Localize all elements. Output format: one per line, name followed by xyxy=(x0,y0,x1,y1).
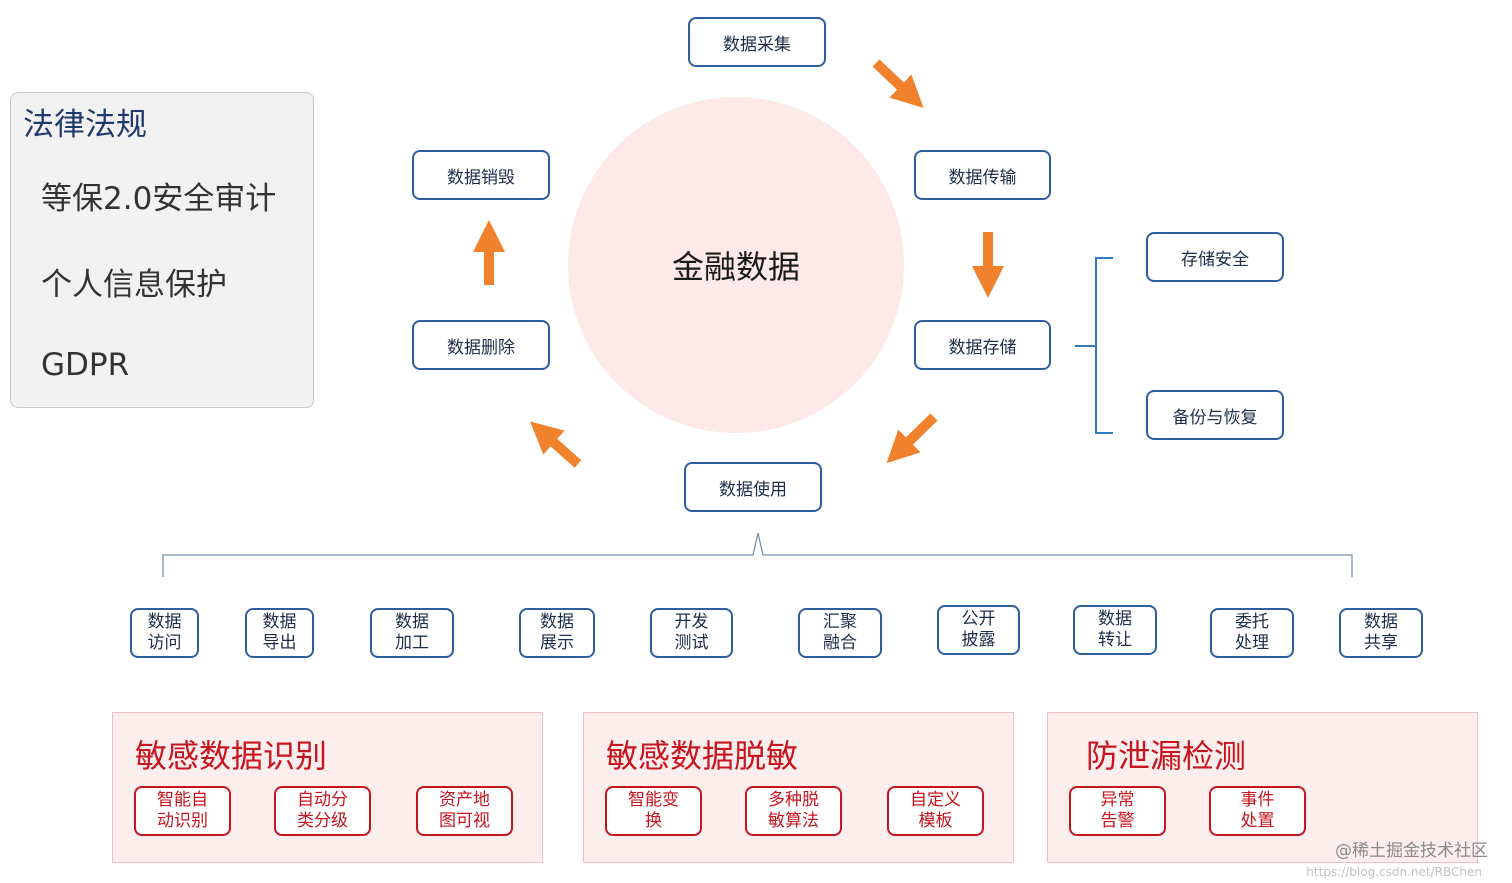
node-delete-label: 数据删除 xyxy=(447,337,515,358)
capability-item[interactable]: 智能变 换 xyxy=(605,786,702,836)
node-storage-security[interactable]: 存储安全 xyxy=(1146,232,1284,282)
use-item[interactable]: 委托 处理 xyxy=(1210,608,1294,658)
panel-title: 防泄漏检测 xyxy=(1086,737,1247,775)
node-destroy[interactable]: 数据销毁 xyxy=(412,150,550,200)
capability-item[interactable]: 事件 处置 xyxy=(1209,786,1306,836)
use-item[interactable]: 数据 转让 xyxy=(1073,605,1157,655)
node-delete[interactable]: 数据删除 xyxy=(412,320,550,370)
use-item[interactable]: 数据 导出 xyxy=(245,608,314,658)
node-transfer-label: 数据传输 xyxy=(948,167,1017,188)
use-item[interactable]: 数据 加工 xyxy=(370,608,454,658)
use-item[interactable]: 数据 共享 xyxy=(1339,608,1423,658)
law-panel: 法律法规 等保2.0安全审计 个人信息保护 GDPR xyxy=(10,92,314,408)
storage-bracket xyxy=(1075,257,1113,434)
watermark: @稀土掘金技术社区 xyxy=(1335,841,1488,861)
law-title: 法律法规 xyxy=(23,107,147,143)
arrow-use-to-delete xyxy=(530,421,582,468)
use-item[interactable]: 公开 披露 xyxy=(937,605,1020,655)
use-item[interactable]: 开发 测试 xyxy=(650,608,733,658)
panel-title: 敏感数据脱敏 xyxy=(606,737,799,775)
capability-item[interactable]: 自动分 类分级 xyxy=(274,786,371,836)
capability-item[interactable]: 多种脱 敏算法 xyxy=(745,786,842,836)
arrow-store-to-use xyxy=(886,413,938,464)
capability-item[interactable]: 智能自 动识别 xyxy=(134,786,231,836)
law-item-gdpr: GDPR xyxy=(41,347,130,383)
arrow-collect-to-transfer xyxy=(872,59,924,108)
law-item-pipl: 个人信息保护 xyxy=(41,267,227,303)
node-store[interactable]: 数据存储 xyxy=(914,320,1051,370)
law-item-mlps: 等保2.0安全审计 xyxy=(41,181,277,217)
node-backup-restore[interactable]: 备份与恢复 xyxy=(1146,390,1284,440)
node-destroy-label: 数据销毁 xyxy=(447,167,515,188)
watermark-url: https://blog.csdn.net/RBChen xyxy=(1306,865,1482,879)
center-label: 金融数据 xyxy=(671,248,800,286)
use-item[interactable]: 数据 展示 xyxy=(519,608,595,658)
use-bracket xyxy=(162,532,1353,577)
use-item[interactable]: 数据 访问 xyxy=(130,608,199,658)
node-store-label: 数据存储 xyxy=(948,337,1017,358)
panel-sensitive-identification: 敏感数据识别 智能自 动识别 自动分 类分级 资产地 图可视 xyxy=(112,712,543,863)
node-storage-security-label: 存储安全 xyxy=(1181,249,1249,270)
node-backup-restore-label: 备份与恢复 xyxy=(1172,407,1258,428)
node-transfer[interactable]: 数据传输 xyxy=(914,150,1051,200)
node-collect-label: 数据采集 xyxy=(723,34,791,55)
capability-item[interactable]: 自定义 模板 xyxy=(887,786,984,836)
panel-leak-detection: 防泄漏检测 异常 告警 事件 处置 xyxy=(1047,712,1478,863)
node-use[interactable]: 数据使用 xyxy=(684,462,822,512)
panel-sensitive-masking: 敏感数据脱敏 智能变 换 多种脱 敏算法 自定义 模板 xyxy=(583,712,1014,863)
node-use-label: 数据使用 xyxy=(719,479,787,500)
node-collect[interactable]: 数据采集 xyxy=(688,17,826,67)
center-circle: 金融数据 xyxy=(568,97,904,433)
capability-item[interactable]: 异常 告警 xyxy=(1069,786,1166,836)
use-item[interactable]: 汇聚 融合 xyxy=(798,608,882,658)
capability-item[interactable]: 资产地 图可视 xyxy=(416,786,513,836)
panel-title: 敏感数据识别 xyxy=(135,737,328,775)
